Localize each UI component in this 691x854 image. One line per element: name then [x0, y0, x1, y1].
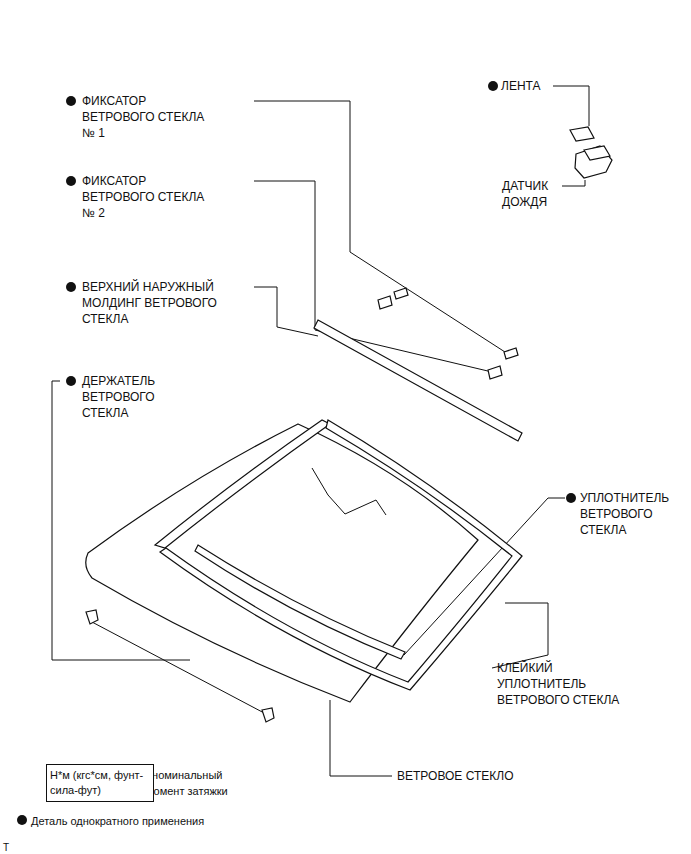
part-label: ДЕРЖАТЕЛЬ ВЕТРОВОГО СТЕКЛА: [82, 373, 177, 421]
part-label: ФИКСАТОР ВЕТРОВОГО СТЕКЛА № 2: [82, 173, 212, 221]
unit-text: Н*м (кгс*см, фунт-сила-фут): [50, 768, 150, 798]
part-label: ВЕТРОВОЕ СТЕКЛО: [397, 768, 514, 784]
part-label: Деталь однократного применения: [31, 813, 204, 829]
part-label: УПЛОТНИТЕЛЬ ВЕТРОВОГО СТЕКЛА: [580, 490, 684, 538]
part-label: КЛЕЙКИЙ УПЛОТНИТЕЛЬ ВЕТРОВОГО СТЕКЛА: [497, 660, 637, 708]
windshield-parts: [86, 127, 612, 722]
part-label: ЛЕНТА: [501, 78, 540, 94]
single-use-dots: [17, 81, 576, 825]
part-label: : номинальный момент затяжки: [146, 767, 261, 799]
part-label: ВЕРХНИЙ НАРУЖНЫЙ МОЛДИНГ ВЕТРОВОГО СТЕКЛ…: [82, 279, 227, 327]
unit-box: Н*м (кгс*см, фунт-сила-фут): [46, 764, 154, 802]
part-label: T: [3, 840, 9, 854]
part-label: ФИКСАТОР ВЕТРОВОГО СТЕКЛА № 1: [82, 93, 212, 141]
defroster-line: [312, 468, 386, 515]
part-label: ДАТЧИК ДОЖДЯ: [502, 178, 564, 210]
